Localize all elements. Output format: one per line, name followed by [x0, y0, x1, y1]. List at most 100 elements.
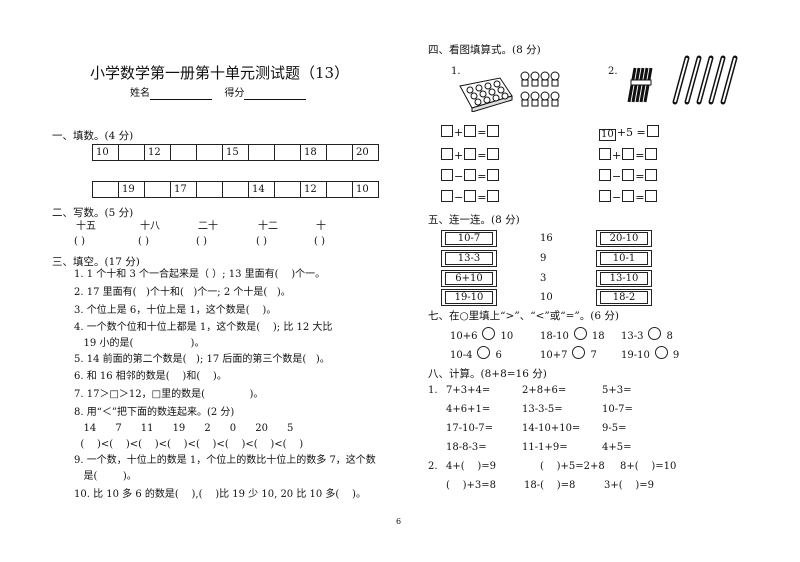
- fill-blank-line: 19 小的是( )。: [74, 338, 205, 349]
- match-right-expr: 20-10: [600, 232, 648, 245]
- fill-calc-item: ( )+5=2+8: [540, 461, 605, 472]
- answer-box: [599, 190, 611, 202]
- answer-box: [487, 125, 500, 137]
- answer-box: [464, 190, 477, 202]
- answer-box: [645, 190, 658, 202]
- match-right-item: 20-10: [596, 230, 652, 247]
- answer-box: [441, 190, 453, 202]
- grid-cell: [274, 144, 301, 161]
- fill-calc-item: 18-( )=8: [524, 480, 576, 491]
- match-middle-number: 16: [540, 233, 553, 244]
- match-left-item: 19-10: [441, 289, 497, 306]
- sticks-bundle-picture: [627, 55, 738, 105]
- fill-blank-line: 14 7 11 19 2 0 20 5: [74, 423, 294, 434]
- compare-left: 10+7: [540, 350, 568, 361]
- fill-blank-line: 是( )。: [74, 471, 137, 482]
- operator: +: [612, 149, 622, 162]
- compare-circle: [572, 346, 586, 359]
- grid-cell: [248, 144, 275, 161]
- calc-item: 14-10+10=: [522, 423, 581, 434]
- match-right-expr: 13-10: [600, 272, 648, 285]
- grid-cell: 12: [144, 144, 171, 161]
- match-left-expr: 13-3: [445, 252, 493, 265]
- calc-item: 17-10-7=: [446, 423, 493, 434]
- equation-row-left: −=: [440, 169, 500, 183]
- match-middle-number: 10: [540, 292, 553, 303]
- grid-cell: 14: [248, 181, 275, 198]
- grid-cell: 18: [300, 144, 327, 161]
- answer-box: [464, 125, 477, 137]
- grid-cell: 17: [170, 181, 197, 198]
- section-8-heading: 八、计算。(8+8=16 分): [428, 368, 547, 380]
- operator: +: [454, 149, 464, 162]
- number-word: 十八: [140, 221, 160, 232]
- answer-blank: ( ): [74, 236, 85, 247]
- number-word: 十: [316, 221, 326, 232]
- fill-blank-line: 3. 个位上是 6，十位上是 1，这个数是( )。: [74, 305, 277, 316]
- calc-item: 18-8-3=: [446, 442, 487, 453]
- equation-row-right: 10+5 =: [598, 125, 660, 141]
- compare-circle: [573, 327, 587, 340]
- fill-calc-item: ( )+3=8: [446, 480, 496, 491]
- name-field: 姓名 得分: [130, 88, 307, 100]
- number-word: 十五: [76, 221, 96, 232]
- calc-item: 5+3=: [602, 385, 632, 396]
- fill-calc-item: 3+( )=9: [604, 480, 654, 491]
- answer-box: [622, 169, 635, 181]
- fill-blank-line: 6. 和 16 相邻的数是( )和( )。: [74, 371, 227, 382]
- operator: −: [454, 170, 464, 183]
- equals-sign: =: [635, 170, 645, 183]
- compare-left: 19-10: [621, 350, 650, 361]
- calc-item: 10-7=: [602, 404, 633, 415]
- compare-left: 18-10: [540, 331, 569, 342]
- section-4-heading: 四、看图填算式。(8 分): [428, 44, 541, 56]
- answer-blank: ( ): [314, 236, 325, 247]
- fill-blank-line: 8. 用“＜”把下面的数连起来。(2 分): [74, 407, 235, 418]
- tray-and-children-picture: [459, 71, 560, 112]
- compare-circle: [482, 327, 496, 340]
- match-right-item: 10-1: [596, 250, 652, 267]
- number-word: 二十: [198, 221, 218, 232]
- grid-cell: 10: [92, 144, 119, 161]
- match-middle-number: 3: [540, 273, 547, 284]
- section-7-heading: 七、在○里填上“>”、“<”或“=”。(6 分): [428, 310, 619, 322]
- compare-right: 10: [500, 331, 514, 342]
- calc-item: 2+8+6=: [522, 385, 567, 396]
- answer-box: [599, 148, 611, 160]
- grid-cell: [274, 181, 301, 198]
- calc-item: 7+3+4=: [446, 385, 491, 396]
- operator: −: [612, 170, 622, 183]
- fill-blank-line: 9. 一个数，十位上的数是 1，个位上的数比十位上的数多 7，这个数: [74, 455, 376, 466]
- grid-cell: [144, 181, 171, 198]
- fill-calc-item: 4+( )=9: [446, 461, 496, 472]
- match-left-item: 13-3: [441, 250, 497, 267]
- answer-box: [487, 169, 500, 181]
- match-middle-number: 9: [540, 253, 547, 264]
- grid-cell: 10: [352, 181, 379, 198]
- answer-box: [464, 148, 477, 160]
- equation-row-left: +=: [440, 148, 500, 162]
- fill-blank-line: 1. 1 个十和 3 个一合起来是（ ）; 13 里面有( )个一。: [74, 269, 326, 280]
- calc-item: 9-5=: [602, 423, 627, 434]
- compare-left: 13-3: [621, 331, 644, 342]
- answer-box: [441, 169, 453, 181]
- match-right-expr: 18-2: [600, 291, 648, 304]
- grid-cell: [196, 181, 223, 198]
- part-2-label: 2.: [428, 461, 438, 472]
- grid-cell: 15: [222, 144, 249, 161]
- match-right-item: 18-2: [596, 289, 652, 306]
- answer-box: [599, 169, 611, 181]
- compare-right: 7: [590, 350, 597, 361]
- compare-right: 8: [666, 331, 673, 342]
- grid-cell: [92, 181, 119, 198]
- operator: −: [612, 191, 622, 204]
- grid-cell: [118, 144, 145, 161]
- answer-box: [487, 190, 500, 202]
- match-right-item: 13-10: [596, 270, 652, 287]
- equation-row-right: −=: [598, 190, 658, 204]
- answer-box: [441, 125, 453, 137]
- grid-cell: [196, 144, 223, 161]
- match-left-expr: 6+10: [445, 272, 493, 285]
